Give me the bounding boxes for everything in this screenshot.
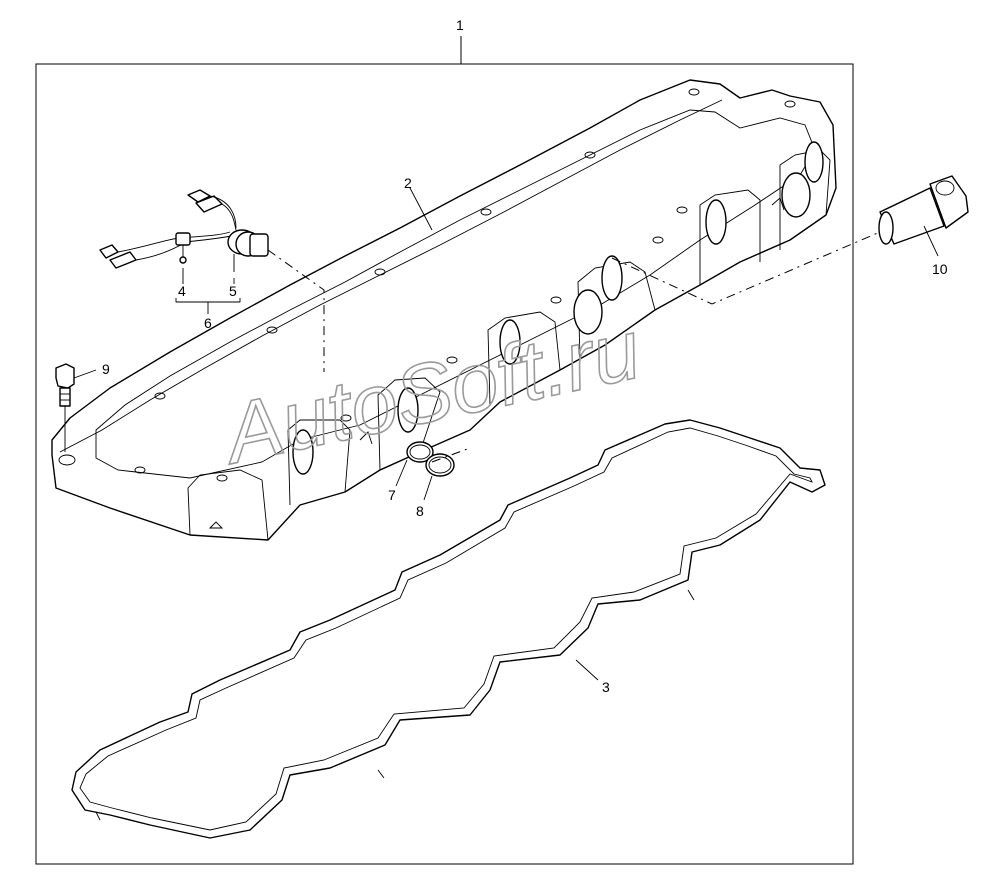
seal-rings-part xyxy=(395,441,455,501)
callout-3: 3 xyxy=(602,679,610,695)
callout-1: 1 xyxy=(456,17,464,33)
callout-5: 5 xyxy=(229,283,237,299)
callout-10: 10 xyxy=(932,261,948,277)
seal-assembly-line xyxy=(431,447,471,463)
bolt-part xyxy=(55,363,97,452)
cover-gasket-part xyxy=(71,419,826,839)
callout-4: 4 xyxy=(178,283,186,299)
rocker-housing-part xyxy=(51,79,837,541)
callout-2: 2 xyxy=(404,175,412,191)
leader-line-2 xyxy=(409,187,433,231)
sleeve-part xyxy=(878,175,969,257)
harness-assembly-line xyxy=(267,249,325,372)
callout-8: 8 xyxy=(416,503,424,519)
leader-line-3 xyxy=(575,659,599,681)
sleeve-assembly-line xyxy=(611,231,881,305)
callout-6: 6 xyxy=(204,315,212,331)
wiring-harness-part xyxy=(99,189,269,314)
assembly-frame xyxy=(35,63,854,865)
callout-9: 9 xyxy=(102,361,110,377)
callout-7: 7 xyxy=(388,487,396,503)
